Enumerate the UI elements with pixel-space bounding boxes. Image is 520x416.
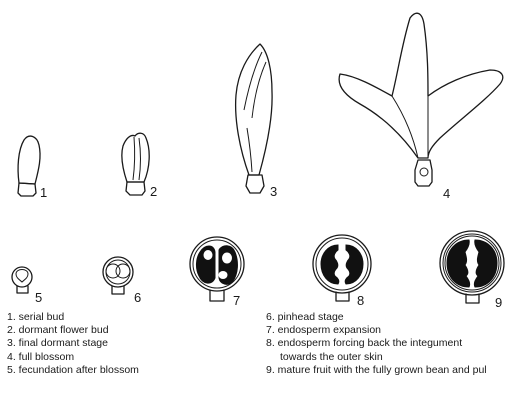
stage-8-endosperm-forcing: 8 [313,235,371,308]
legend-item-8-continued: towards the outer skin [266,351,487,364]
stage-number-2: 2 [150,184,157,199]
legend-item-9: 9. mature fruit with the fully grown bea… [266,364,487,377]
legend-item-3: 3. final dormant stage [7,337,139,350]
legend-item-5: 5. fecundation after blossom [7,364,139,377]
stage-number-6: 6 [134,290,141,305]
legend-item-1: 1. serial bud [7,311,139,324]
stage-number-1: 1 [40,185,47,200]
legend-item-6: 6. pinhead stage [266,311,487,324]
legend-item-2: 2. dormant flower bud [7,324,139,337]
legend-item-4: 4. full blossom [7,351,139,364]
stage-2-dormant-flower-bud: 2 [122,133,157,199]
stage-number-7: 7 [233,293,240,308]
stage-number-4: 4 [443,186,450,201]
stage-6-pinhead-stage: 6 [103,257,141,305]
stage-1-serial-bud: 1 [18,136,47,200]
stage-3-final-dormant-stage: 3 [236,44,278,199]
stage-4-full-blossom: 4 [339,13,503,201]
legend-item-7: 7. endosperm expansion [266,324,487,337]
stage-7-endosperm-expansion: 7 [190,237,244,308]
stage-number-3: 3 [270,184,277,199]
stage-9-mature-fruit: 9 [440,231,504,310]
stage-number-8: 8 [357,293,364,308]
stage-number-5: 5 [35,290,42,305]
legend-item-8: 8. endosperm forcing back the integument [266,337,487,350]
legend-right: 6. pinhead stage 7. endosperm expansion … [266,311,487,377]
stage-5-fecundation: 5 [12,267,42,305]
stage-number-9: 9 [495,295,502,310]
legend-left: 1. serial bud 2. dormant flower bud 3. f… [7,311,139,377]
